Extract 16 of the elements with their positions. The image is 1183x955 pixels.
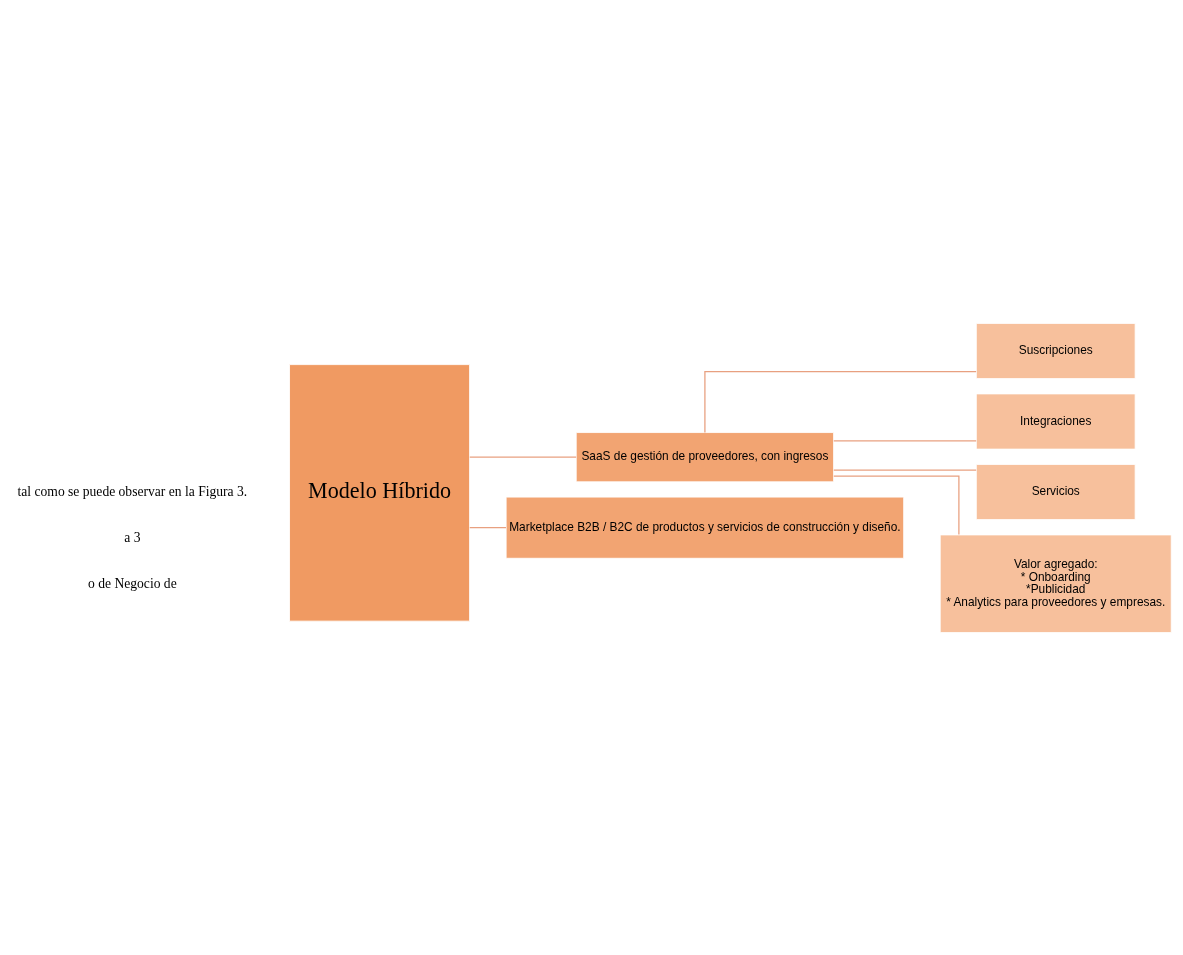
node-box: Servicios: [975, 463, 1136, 520]
connector: [469, 526, 507, 528]
connector: [469, 456, 577, 458]
node-box: Marketplace B2B / B2C de productos y servicios de construcción y diseño.: [505, 496, 905, 559]
connector: [833, 474, 960, 535]
node-box: SaaS de gestión de proveedores, con ingresos: [575, 431, 835, 482]
connector: [833, 439, 977, 441]
label: o de Negocio de: [88, 575, 177, 591]
label: tal como se puede observar en la Figura 3.: [17, 483, 248, 499]
label: a 3: [124, 529, 141, 545]
connector: [833, 469, 977, 471]
node-box: Suscripciones: [975, 322, 1136, 379]
node-box: Integraciones: [975, 392, 1136, 450]
node-box: Valor agregado: * Onboarding *Publicidad * Analytics para proveedores y empresas.: [939, 534, 1172, 633]
node-box: Modelo Híbrido: [289, 363, 471, 622]
connector: [704, 370, 977, 433]
